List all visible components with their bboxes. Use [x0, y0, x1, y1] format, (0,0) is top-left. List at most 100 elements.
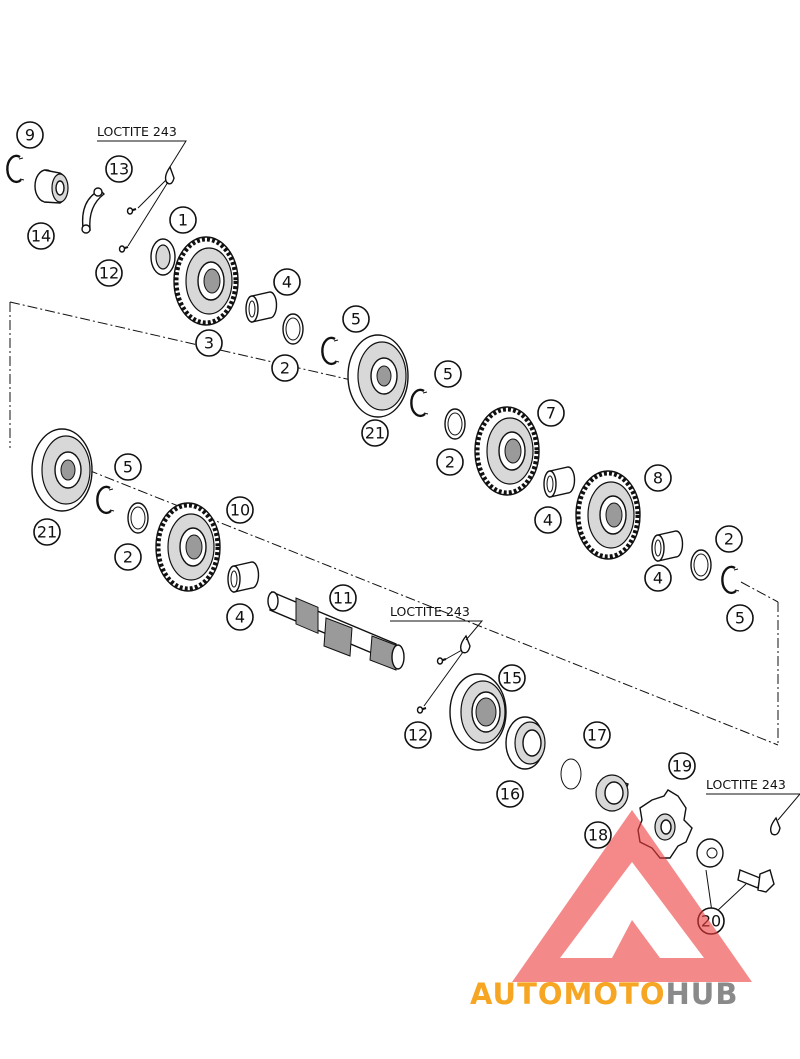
- washer-part-2-b: [444, 408, 466, 440]
- screw-part-13: [126, 207, 137, 215]
- spacer-part-18: [595, 774, 629, 812]
- o-ring-part-17: [560, 758, 582, 790]
- callout-4-d: 4: [226, 603, 254, 631]
- svg-text:1: 1: [178, 211, 188, 230]
- svg-text:LOCTITE 243: LOCTITE 243: [706, 777, 786, 792]
- loctite-label-1: LOCTITE 243: [97, 124, 187, 171]
- callout-19: 19: [668, 752, 696, 780]
- svg-text:5: 5: [123, 458, 133, 477]
- screw-part-12-c: [416, 706, 427, 714]
- gear-part-8: [576, 471, 640, 559]
- callout-2-a: 2: [271, 354, 299, 382]
- bearing-part-15: [449, 673, 507, 751]
- svg-text:5: 5: [351, 310, 361, 329]
- callout-5-b: 5: [434, 360, 462, 388]
- callout-2-d: 2: [114, 543, 142, 571]
- watermark-logo: [512, 810, 752, 982]
- circlip-part-5-b: [410, 388, 430, 418]
- washer-part-20: [696, 838, 724, 868]
- circlip-part-5-d: [96, 485, 116, 515]
- svg-text:2: 2: [280, 359, 290, 378]
- svg-text:9: 9: [25, 126, 35, 145]
- loctite-label-2: LOCTITE 243: [390, 604, 484, 641]
- callout-7: 7: [537, 399, 565, 427]
- svg-text:8: 8: [653, 469, 663, 488]
- callout-11: 11: [329, 584, 357, 612]
- watermark-moto: MOTO: [564, 977, 666, 1011]
- svg-text:4: 4: [282, 273, 292, 292]
- loctite-drop-2: [423, 634, 471, 707]
- callout-8: 8: [644, 464, 672, 492]
- svg-text:16: 16: [500, 785, 520, 804]
- callout-13: 13: [105, 155, 133, 183]
- svg-text:11: 11: [333, 589, 353, 608]
- loctite-drop-1: [127, 165, 175, 247]
- main-shaft-part-11: [267, 590, 405, 671]
- svg-text:12: 12: [99, 264, 119, 283]
- loctite-drop-3: [769, 816, 781, 836]
- bush-part-4-a: [245, 291, 278, 323]
- bush-part-4-b: [543, 466, 576, 498]
- svg-text:2: 2: [724, 530, 734, 549]
- svg-text:AUTOMOTOHUB: AUTOMOTOHUB: [470, 977, 738, 1011]
- callout-2-b: 2: [436, 448, 464, 476]
- callout-2-c: 2: [715, 525, 743, 553]
- callout-5-d: 5: [114, 453, 142, 481]
- circlip-part-5-a: [321, 336, 341, 366]
- callout-14: 14: [27, 222, 55, 250]
- svg-text:21: 21: [37, 523, 57, 542]
- washer-part-2-c: [690, 549, 712, 581]
- svg-text:4: 4: [543, 511, 553, 530]
- callout-9: 9: [16, 121, 44, 149]
- callout-1: 1: [169, 206, 197, 234]
- callout-4-a: 4: [273, 268, 301, 296]
- callout-16: 16: [496, 780, 524, 808]
- svg-text:3: 3: [204, 334, 214, 353]
- bearing-part-14: [34, 169, 69, 204]
- bolt-part-20: [705, 869, 775, 913]
- screw-part-12-b: [436, 657, 447, 665]
- bush-part-4-c: [651, 530, 684, 562]
- callout-10: 10: [226, 496, 254, 524]
- bearing-retainer-part-13: [81, 187, 106, 234]
- watermark-auto: AUTO: [470, 977, 564, 1011]
- callout-3: 3: [195, 329, 223, 357]
- svg-text:13: 13: [109, 160, 129, 179]
- callout-21-b: 21: [33, 518, 61, 546]
- svg-text:15: 15: [502, 669, 522, 688]
- svg-text:LOCTITE 243: LOCTITE 243: [97, 124, 177, 139]
- svg-text:LOCTITE 243: LOCTITE 243: [390, 604, 470, 619]
- callout-15: 15: [498, 664, 526, 692]
- callout-18: 18: [584, 821, 612, 849]
- bush-part-4-d: [227, 561, 260, 593]
- wheel-part-21-a: [347, 334, 409, 418]
- svg-text:10: 10: [230, 501, 250, 520]
- callout-5-a: 5: [342, 305, 370, 333]
- circlip-part-9: [6, 154, 26, 184]
- callout-4-c: 4: [644, 564, 672, 592]
- svg-text:19: 19: [672, 757, 692, 776]
- gear-part-10: [156, 503, 220, 591]
- callout-12-top: 12: [95, 259, 123, 287]
- svg-text:4: 4: [235, 608, 245, 627]
- screw-part-12: [118, 245, 129, 253]
- washer-part-2-d: [127, 502, 149, 534]
- callout-4-b: 4: [534, 506, 562, 534]
- callout-5-c: 5: [726, 604, 754, 632]
- watermark-hub: HUB: [666, 977, 739, 1011]
- svg-text:5: 5: [735, 609, 745, 628]
- seal-part-16: [505, 716, 546, 770]
- svg-text:2: 2: [445, 453, 455, 472]
- washer-part-1: [150, 238, 176, 276]
- svg-text:4: 4: [653, 569, 663, 588]
- loctite-label-3: LOCTITE 243: [706, 777, 800, 821]
- svg-text:18: 18: [588, 826, 608, 845]
- watermark-text: AUTOMOTOHUB: [470, 977, 738, 1011]
- svg-text:5: 5: [443, 365, 453, 384]
- callout-21-a: 21: [361, 419, 389, 447]
- washer-part-2-a: [282, 313, 304, 345]
- callout-17: 17: [583, 721, 611, 749]
- gear-part-7: [475, 407, 539, 495]
- svg-text:17: 17: [587, 726, 607, 745]
- svg-text:12: 12: [408, 726, 428, 745]
